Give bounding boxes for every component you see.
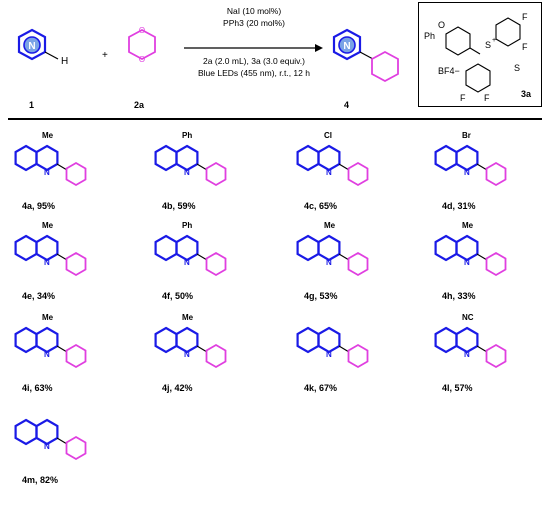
svg-text:NC: NC <box>462 313 474 322</box>
condition-line-2: PPh3 (20 mol%) <box>223 18 285 28</box>
svg-text:Br: Br <box>462 131 471 140</box>
product-structure-4k: N <box>296 326 369 369</box>
product-label-4e: 4e, 34% <box>22 291 56 301</box>
product-label-4j: 4j, 42% <box>162 383 193 393</box>
svg-text:Me: Me <box>42 131 54 140</box>
catalyst-box <box>418 2 542 107</box>
product-structure-4a: N Me <box>14 131 87 187</box>
catalyst-structure: Ph O S + S F F F F BF4− <box>424 12 528 103</box>
product-label-4f: 4f, 50% <box>162 291 194 301</box>
svg-text:N: N <box>44 442 50 451</box>
product-structure-4f: N Ph <box>154 221 227 277</box>
svg-text:N: N <box>184 350 190 359</box>
condition-line-4: Blue LEDs (455 nm), r.t., 12 h <box>198 68 310 78</box>
product-label-4k: 4k, 67% <box>304 383 338 393</box>
svg-text:Me: Me <box>182 313 194 322</box>
product-4-label: 4 <box>344 100 350 110</box>
svg-text:Me: Me <box>324 221 336 230</box>
product-label-4h: 4h, 33% <box>442 291 476 301</box>
product-structure-4m: N <box>14 418 87 461</box>
plus-sign: + <box>102 50 108 61</box>
catalyst-f3: F <box>460 93 466 103</box>
svg-text:N: N <box>464 258 470 267</box>
svg-text:Me: Me <box>462 221 474 230</box>
catalyst-o-atom: O <box>438 20 445 30</box>
catalyst-plus: + <box>492 37 496 44</box>
product-structure-4g: N Me <box>296 221 369 277</box>
svg-text:O: O <box>139 26 145 35</box>
product-structure-4j: N Me <box>154 313 227 369</box>
product-structure-4h: N Me <box>434 221 507 277</box>
product-structure-4c: N Cl <box>296 131 369 187</box>
catalyst-f2: F <box>522 42 528 52</box>
catalyst-counterion: BF4− <box>438 66 460 76</box>
product-label-4c: 4c, 65% <box>304 201 338 211</box>
heteroarene-reactant: N H <box>17 28 68 67</box>
product-structure-4b: N Ph <box>154 131 227 187</box>
catalyst-f4: F <box>484 93 490 103</box>
svg-text:N: N <box>326 168 332 177</box>
product-structure-4d: N Br <box>434 131 507 187</box>
product-structure-4l: N NC <box>434 313 507 369</box>
svg-text:N: N <box>184 258 190 267</box>
condition-line-3: 2a (2.0 mL), 3a (3.0 equiv.) <box>203 56 305 66</box>
product-structure-4e: N Me <box>14 221 87 277</box>
product-label-4g: 4g, 53% <box>304 291 338 301</box>
catalyst-f1: F <box>522 12 528 22</box>
svg-text:N: N <box>44 258 50 267</box>
svg-text:Ph: Ph <box>182 221 192 230</box>
section-divider <box>8 118 542 120</box>
svg-text:Cl: Cl <box>324 131 332 140</box>
product-label-4i: 4i, 63% <box>22 383 53 393</box>
svg-text:N: N <box>326 258 332 267</box>
svg-text:N: N <box>44 350 50 359</box>
product-label-4m: 4m, 82% <box>22 475 59 485</box>
product-structure-4i: N Me <box>14 313 87 369</box>
reactant-2a-label: 2a <box>134 100 145 110</box>
product-label-4a: 4a, 95% <box>22 201 56 211</box>
svg-text:N: N <box>184 168 190 177</box>
svg-text:N: N <box>464 350 470 359</box>
svg-text:Ph: Ph <box>182 131 192 140</box>
svg-text:Me: Me <box>42 221 54 230</box>
product-n-atom: N <box>343 41 350 52</box>
product-label-4b: 4b, 59% <box>162 201 196 211</box>
dioxane-reactant: O O <box>128 26 156 64</box>
svg-text:N: N <box>326 350 332 359</box>
reactant-h-atom: H <box>61 56 68 67</box>
reaction-scheme: N H + O O N <box>17 26 399 83</box>
product-scheme-structure: N <box>332 28 399 83</box>
condition-line-1: NaI (10 mol%) <box>226 6 282 16</box>
reactant-1-label: 1 <box>29 100 35 110</box>
catalyst-s-plus: S <box>485 40 491 50</box>
svg-text:N: N <box>44 168 50 177</box>
product-label-4l: 4l, 57% <box>442 383 473 393</box>
catalyst-ph: Ph <box>424 31 435 41</box>
catalyst-label: 3a <box>521 89 532 99</box>
svg-text:O: O <box>139 55 145 64</box>
svg-text:Me: Me <box>42 313 54 322</box>
reactant-n-atom: N <box>28 41 35 52</box>
catalyst-s-atom: S <box>514 63 520 73</box>
product-label-4d: 4d, 31% <box>442 201 476 211</box>
svg-text:N: N <box>464 168 470 177</box>
